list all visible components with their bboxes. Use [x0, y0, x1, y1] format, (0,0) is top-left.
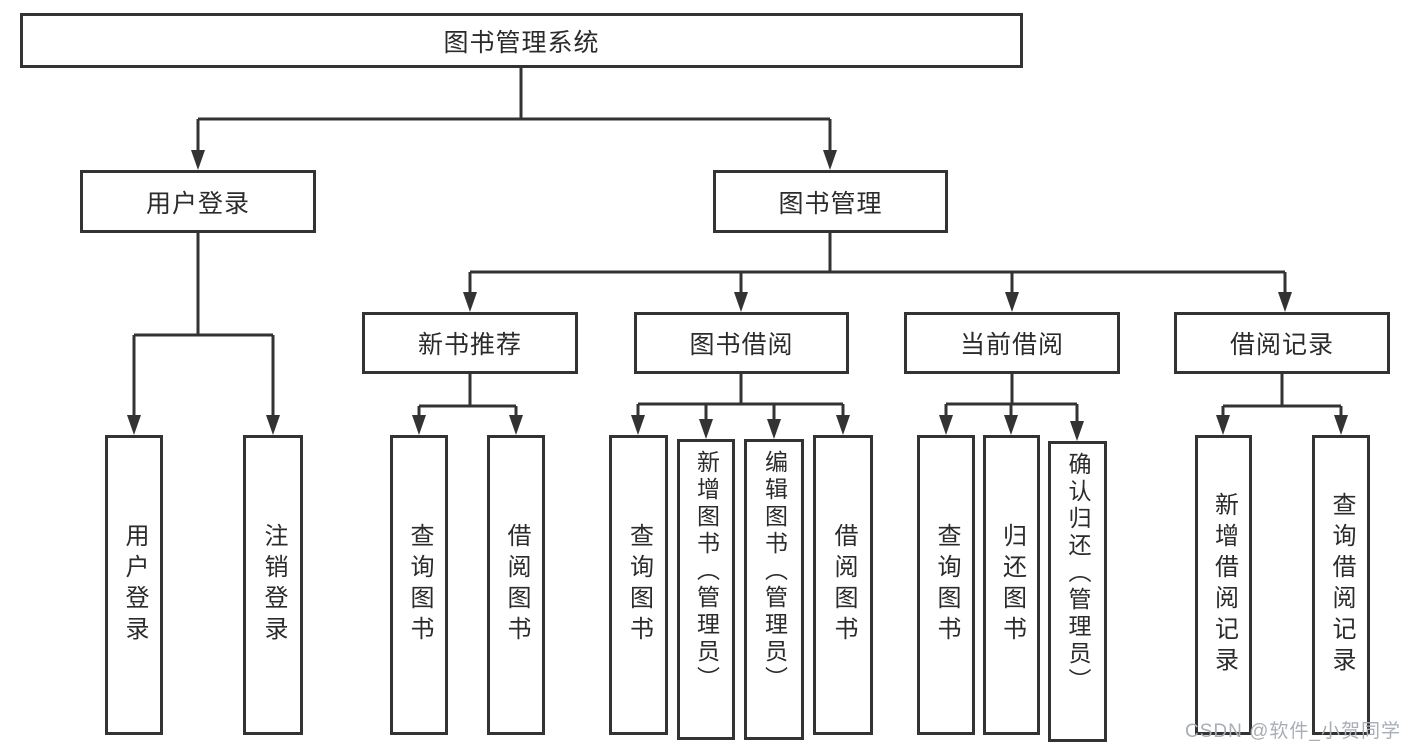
- leaf-bb-query-book: 查询图书: [609, 435, 668, 735]
- node-borrow-record-label: 借阅记录: [1229, 331, 1334, 359]
- node-root-label: 图书管理系统: [443, 28, 600, 57]
- node-root: 图书管理系统: [20, 13, 1023, 68]
- leaf-bb-add-book-label: 新增图书（管理员）: [693, 450, 720, 693]
- node-user-login-label: 用户登录: [145, 189, 250, 218]
- leaf-logout-label: 注销登录: [260, 523, 287, 647]
- leaf-bb-query-book-label: 查询图书: [625, 523, 653, 647]
- node-book-mgmt: 图书管理: [713, 170, 948, 233]
- leaf-rec-borrow-book-label: 借阅图书: [503, 523, 530, 647]
- leaf-rec-query-book: 查询图书: [390, 435, 448, 735]
- node-current-borrow-label: 当前借阅: [959, 331, 1064, 359]
- leaf-cur-query-book-label: 查询图书: [933, 523, 960, 647]
- node-borrow-record: 借阅记录: [1174, 312, 1390, 374]
- leaf-br-add-record: 新增借阅记录: [1195, 435, 1252, 735]
- arrowhead-icons: [127, 150, 1348, 441]
- leaf-br-add-record-label: 新增借阅记录: [1210, 492, 1238, 678]
- leaf-cur-query-book: 查询图书: [917, 435, 975, 735]
- leaf-br-query-record-label: 查询借阅记录: [1328, 492, 1355, 678]
- node-user-login: 用户登录: [80, 170, 316, 233]
- leaf-bb-borrow-book: 借阅图书: [813, 435, 873, 735]
- leaf-user-login-label: 用户登录: [121, 523, 148, 647]
- csdn-watermark: CSDN @软件_小贺同学: [1185, 721, 1401, 742]
- leaf-bb-edit-book: 编辑图书（管理员）: [744, 439, 804, 740]
- node-new-book-rec: 新书推荐: [362, 312, 578, 374]
- node-book-mgmt-label: 图书管理: [778, 189, 883, 218]
- leaf-bb-borrow-book-label: 借阅图书: [830, 523, 857, 647]
- leaf-logout: 注销登录: [243, 435, 303, 735]
- leaf-user-login: 用户登录: [105, 435, 163, 735]
- leaf-cur-return-book: 归还图书: [983, 435, 1040, 735]
- leaf-cur-confirm-return-label: 确认归还（管理员）: [1065, 452, 1091, 695]
- leaf-bb-add-book: 新增图书（管理员）: [677, 439, 735, 740]
- node-new-book-rec-label: 新书推荐: [417, 331, 522, 359]
- leaf-rec-borrow-book: 借阅图书: [487, 435, 545, 735]
- node-book-borrow: 图书借阅: [634, 312, 849, 374]
- leaf-rec-query-book-label: 查询图书: [406, 523, 433, 647]
- node-current-borrow: 当前借阅: [904, 312, 1120, 374]
- node-book-borrow-label: 图书借阅: [689, 331, 794, 359]
- leaf-br-query-record: 查询借阅记录: [1312, 435, 1370, 735]
- leaf-bb-edit-book-label: 编辑图书（管理员）: [761, 450, 788, 693]
- leaf-cur-confirm-return: 确认归还（管理员）: [1048, 441, 1107, 742]
- leaf-cur-return-book-label: 归还图书: [998, 523, 1026, 647]
